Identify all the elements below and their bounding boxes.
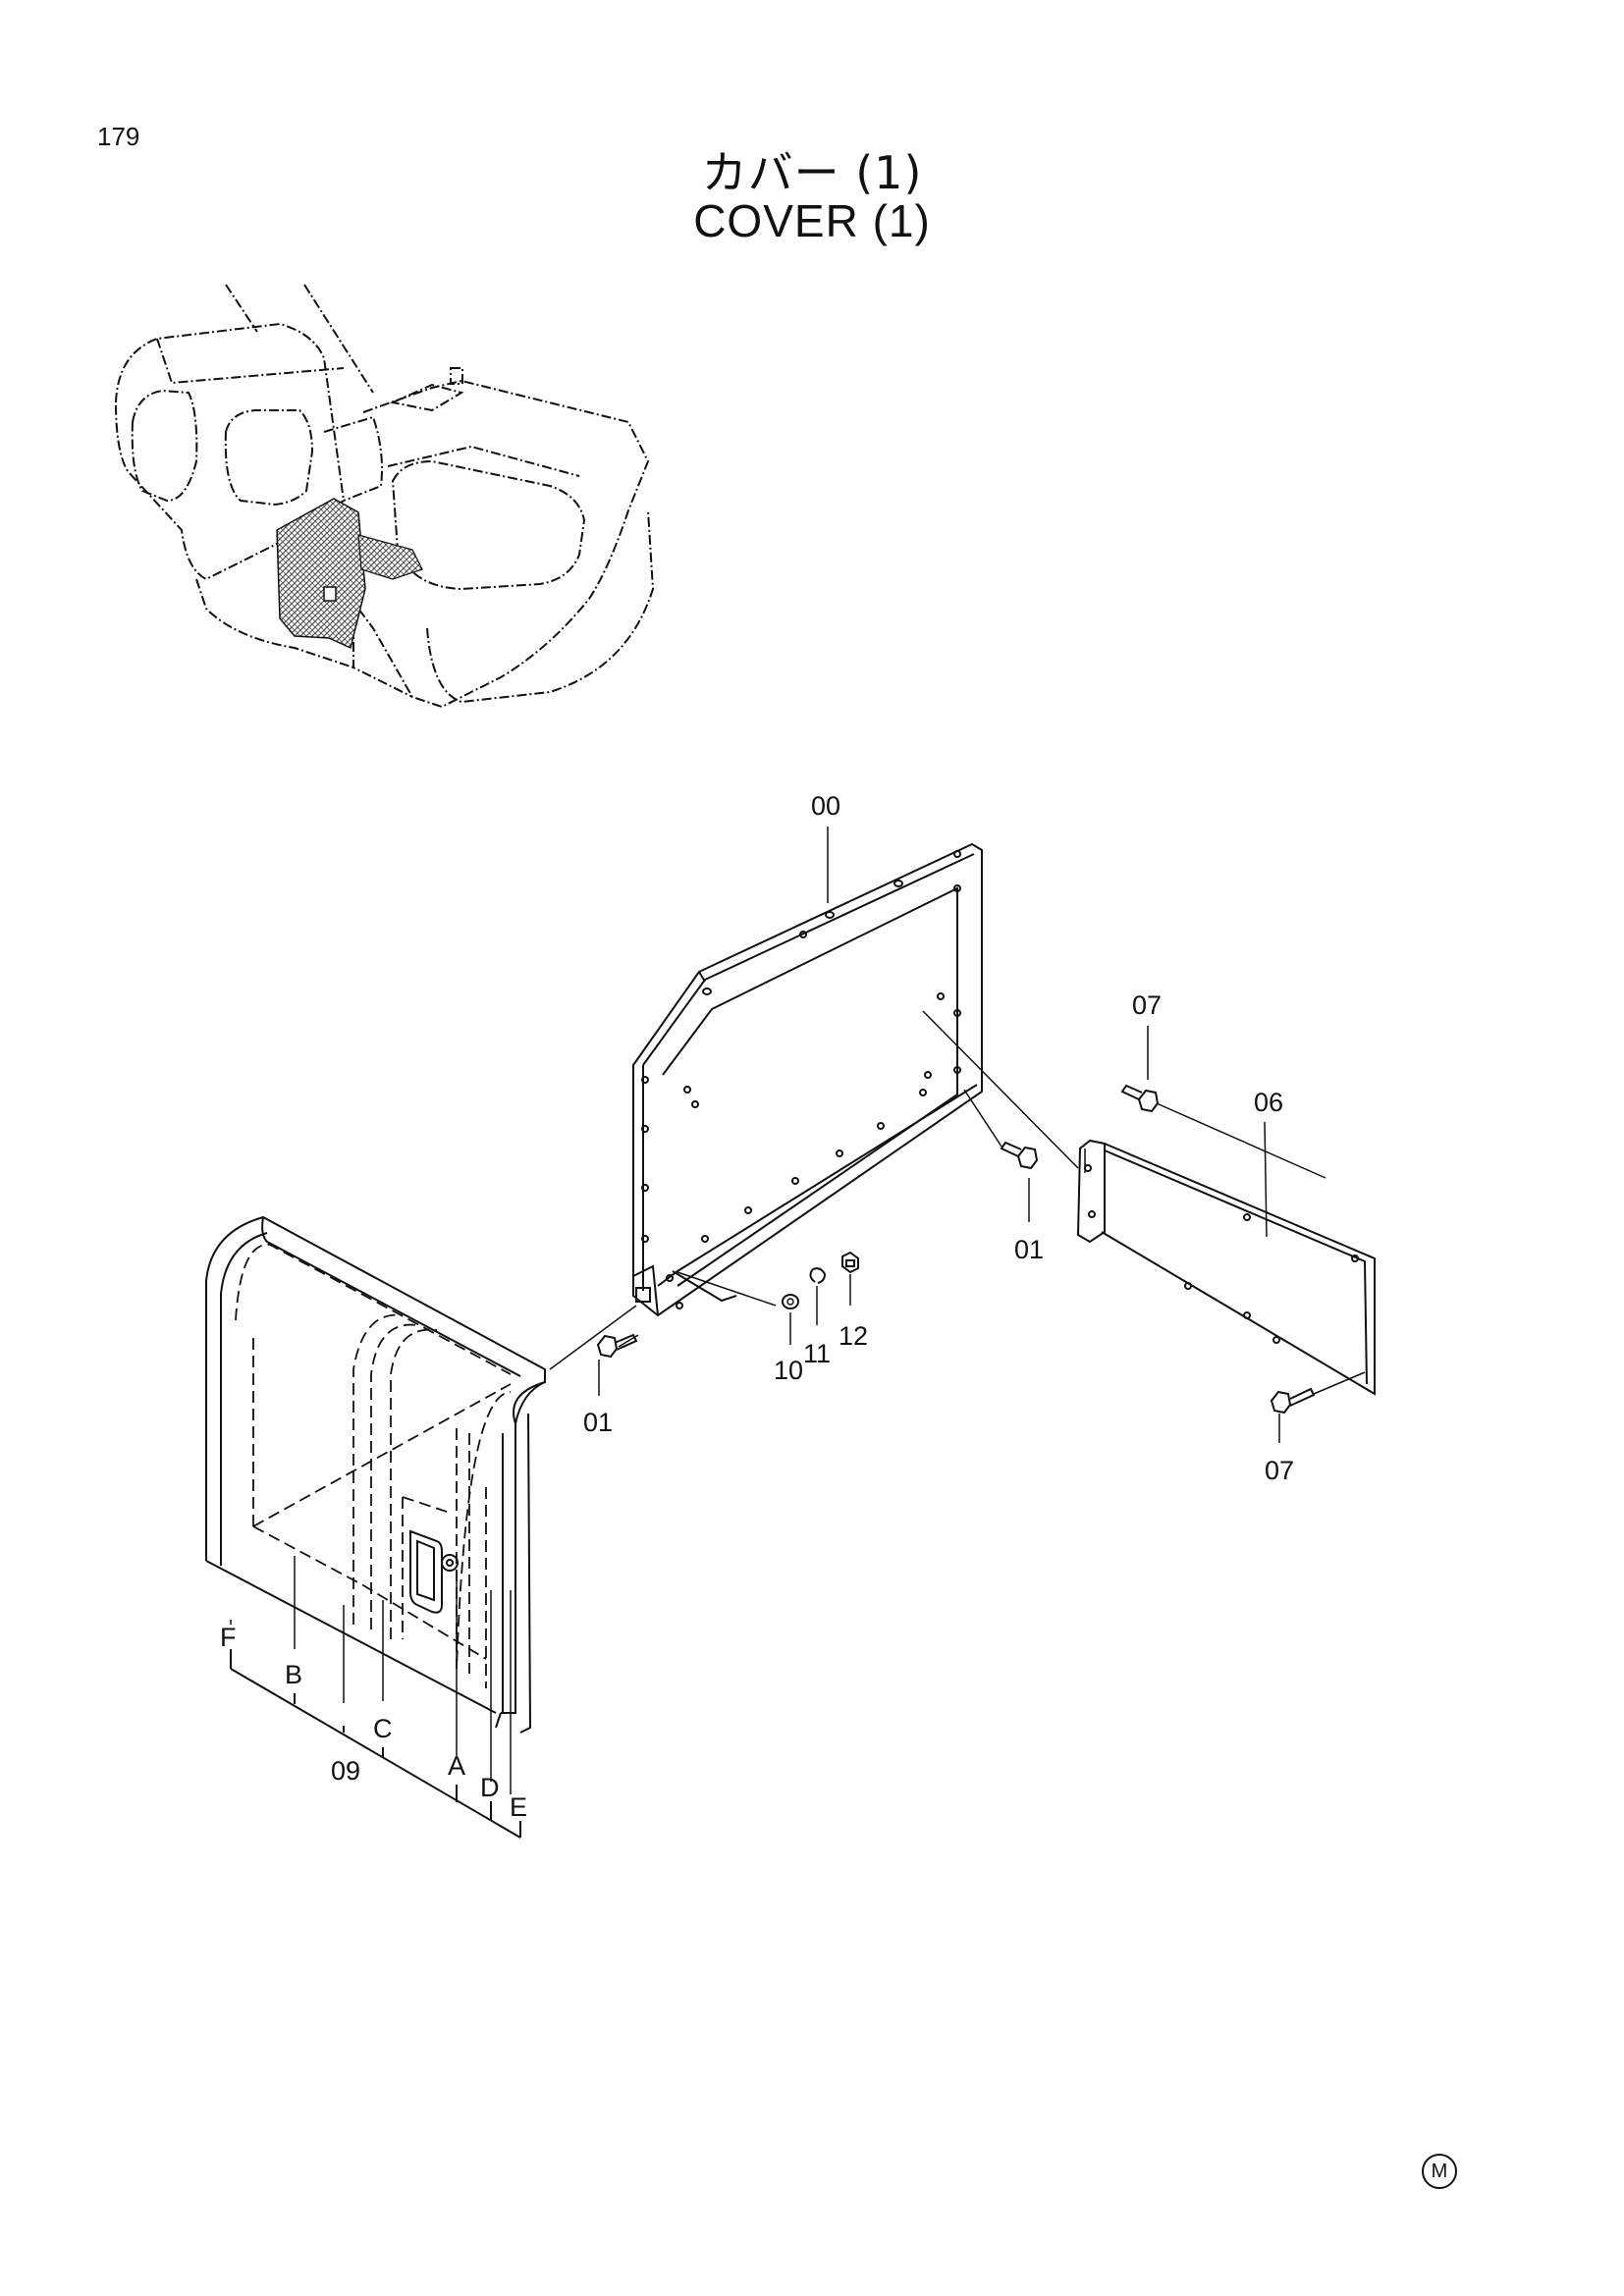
callout-F: F: [220, 1623, 237, 1652]
bolt-07-top: [1120, 1084, 1160, 1113]
leader-lines: [230, 827, 1280, 1794]
callout-06: 06: [1254, 1088, 1283, 1117]
page-number: 179: [97, 122, 140, 151]
callout-07-top: 07: [1132, 990, 1162, 1020]
machine-overview: [114, 284, 655, 709]
frame-holes: [641, 850, 961, 1309]
cover-location-hatch-lower: [357, 534, 423, 580]
washer-10: [782, 1294, 799, 1309]
title-english: COVER (1): [693, 195, 931, 246]
assembly-lines: [549, 1010, 1366, 1395]
bolt-01-right: [1000, 1141, 1039, 1170]
callout-01-left: 01: [583, 1408, 613, 1437]
callout-B: B: [285, 1660, 302, 1689]
bolt-01-left: [596, 1333, 638, 1359]
circled-m-mark: M: [1422, 2154, 1457, 2189]
callout-10: 10: [774, 1356, 803, 1385]
nut-12: [841, 1251, 859, 1274]
callout-12: 12: [839, 1321, 868, 1351]
lockwasher-11: [809, 1267, 827, 1284]
cover-location-latch: [323, 586, 337, 602]
callout-01-right: 01: [1014, 1235, 1044, 1264]
cover-09: [205, 1215, 546, 1734]
cover-hidden-lines: [235, 1244, 512, 1688]
reference-bracket: [230, 1649, 521, 1839]
cover-location-hatch: [276, 498, 366, 650]
callout-11: 11: [803, 1339, 831, 1368]
callout-D: D: [480, 1773, 500, 1802]
bolt-07-bottom: [1270, 1387, 1316, 1415]
frame-00: [632, 842, 983, 1317]
cover-latch: [409, 1529, 459, 1614]
title-japanese: カバー (1): [701, 146, 923, 199]
callout-00: 00: [811, 791, 840, 821]
callout-A: A: [448, 1751, 465, 1781]
callout-07-bottom: 07: [1265, 1456, 1294, 1485]
callout-E: E: [510, 1792, 527, 1822]
plate-06: [1076, 1139, 1376, 1396]
callout-09: 09: [331, 1756, 360, 1786]
callout-C: C: [373, 1714, 393, 1743]
